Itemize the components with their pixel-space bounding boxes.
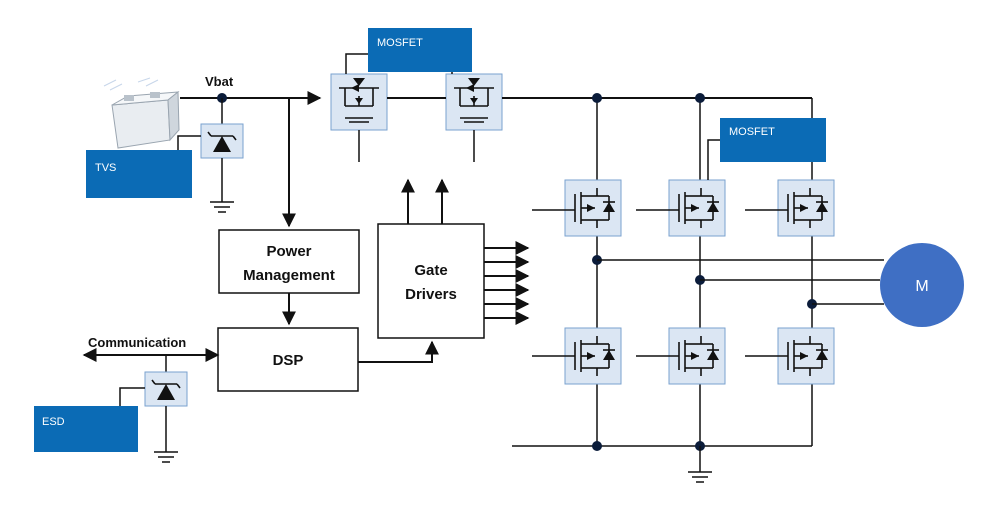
communication-label: Communication (88, 335, 186, 350)
ground-icon (209, 201, 235, 213)
ground-icon (153, 451, 179, 463)
high-side-mosfet-3 (777, 179, 835, 237)
esd-diode-icon (144, 371, 188, 407)
tvs-diode-icon (200, 123, 244, 159)
esd-callout-label: ESD (42, 416, 65, 428)
power-management-label-1: Power (266, 243, 311, 260)
gate-drivers-label-1: Gate (414, 262, 447, 279)
tvs-callout-label: TVS (95, 162, 116, 174)
mosfet-callout-top-label: MOSFET (377, 37, 423, 49)
mosfet-callout-top (368, 28, 472, 72)
dsp-label: DSP (273, 352, 304, 369)
gate-driver-outputs (484, 241, 530, 325)
series-mosfet-2 (445, 73, 503, 131)
vbat-label: Vbat (205, 74, 234, 89)
power-management-label-2: Management (243, 267, 335, 284)
motor-label: M (915, 278, 928, 295)
motor-icon (880, 243, 964, 327)
battery-icon (103, 77, 180, 149)
ground-icon (687, 471, 713, 483)
mosfet-callout-right-label: MOSFET (729, 126, 775, 138)
gate-drivers-block (377, 223, 485, 339)
esd-callout (34, 406, 138, 452)
tvs-callout (86, 150, 192, 198)
gate-drivers-label-2: Drivers (405, 286, 457, 303)
high-side-mosfet-1 (564, 179, 622, 237)
series-mosfet-1 (330, 73, 388, 131)
mosfet-callout-right (720, 118, 826, 162)
high-side-mosfet-2 (668, 179, 726, 237)
